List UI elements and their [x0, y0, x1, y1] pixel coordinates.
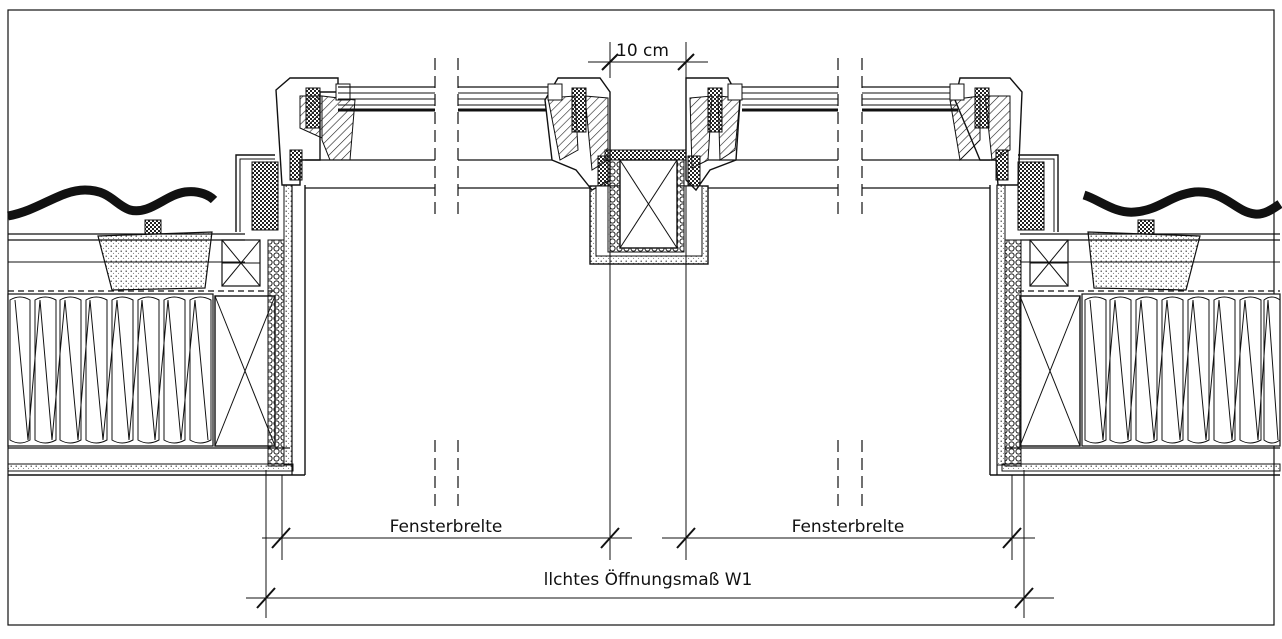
- window-width-left-label: Fensterbrelte: [390, 517, 503, 537]
- left-seal-block: [251, 161, 279, 231]
- left-roof-section: [7, 154, 306, 476]
- right-tile-clip: [1137, 219, 1155, 235]
- right-seal-block: [1017, 161, 1045, 231]
- left-mortar-bed: [97, 231, 213, 291]
- break-lines: [434, 58, 863, 508]
- left-tile-clip: [144, 219, 162, 235]
- right-roof-section: [989, 154, 1282, 476]
- left-roof-tile: [7, 185, 218, 221]
- right-roof-tile: [1082, 187, 1282, 219]
- gap-dimension: 10 cm: [588, 41, 708, 78]
- clear-opening-dimension: llchtes Öffnungsmaß W1: [246, 470, 1054, 618]
- left-lining-insulation: [267, 239, 285, 467]
- right-mortar-bed: [1087, 231, 1201, 291]
- right-insulation: [1081, 293, 1281, 447]
- left-window: [275, 77, 611, 191]
- window-width-right-label: Fensterbrelte: [792, 517, 905, 537]
- window-width-dimensions: Fensterbrelte Fensterbrelte: [262, 475, 1035, 560]
- right-lining-insulation: [1004, 239, 1022, 467]
- clear-opening-label: llchtes Öffnungsmaß W1: [544, 568, 753, 590]
- gap-label: 10 cm: [616, 41, 669, 61]
- right-window: [685, 77, 1023, 192]
- center-mullion: [589, 149, 709, 560]
